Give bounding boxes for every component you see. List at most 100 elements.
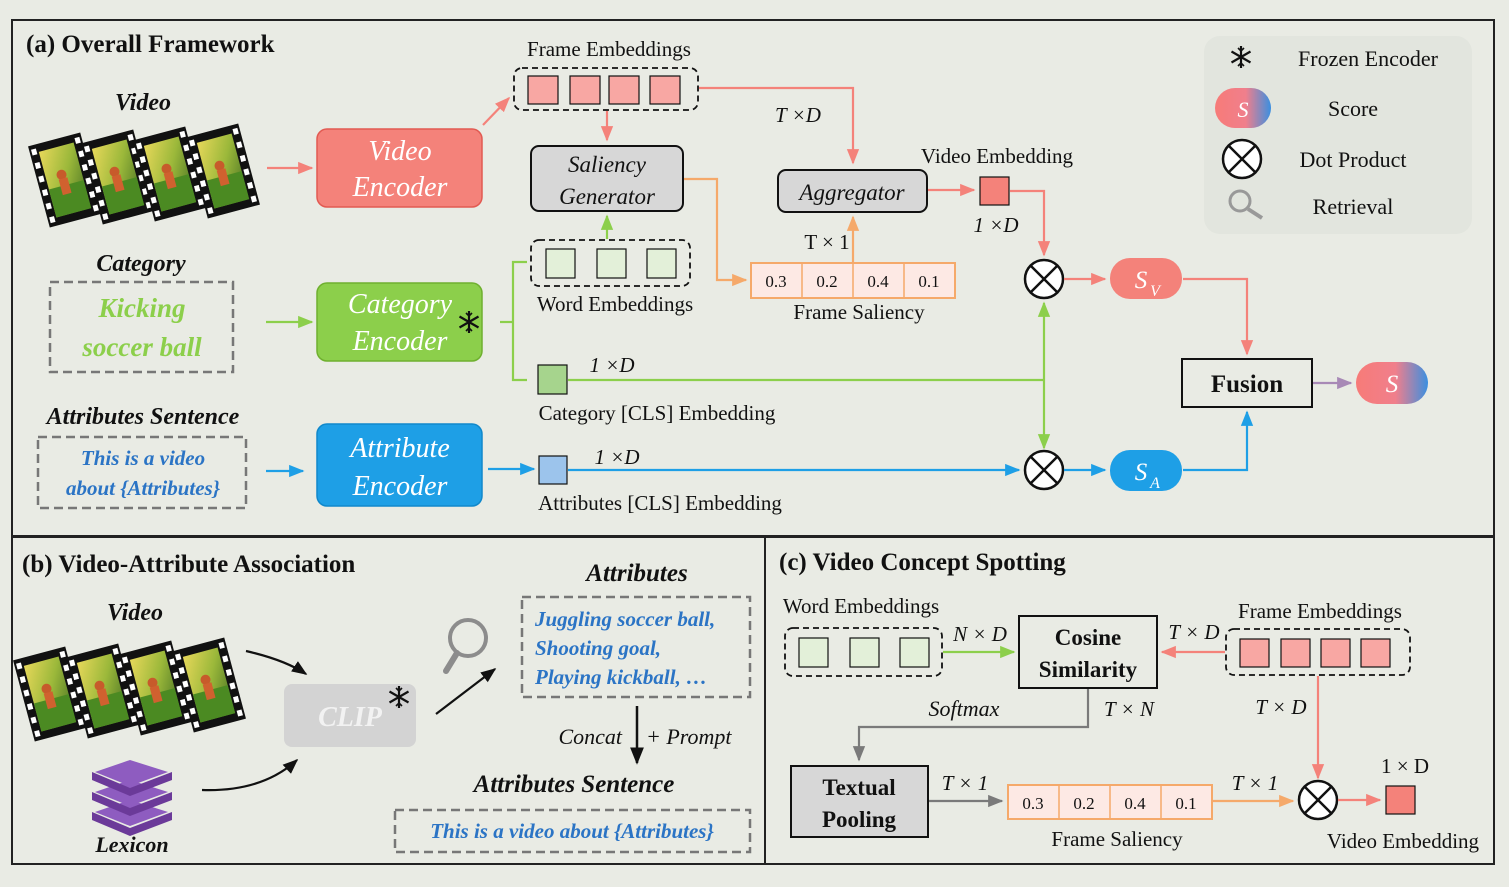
word-embedding-cell <box>798 637 829 668</box>
dot-product-video-icon <box>1023 258 1065 300</box>
panel-a-title: (a) Overall Framework <box>26 31 275 58</box>
legend-retrieval: Retrieval <box>1313 194 1394 219</box>
word-embedding-cell <box>849 637 880 668</box>
attr-sentence-label-b: Attributes Sentence <box>472 771 675 798</box>
tx1-label-c1: T × 1 <box>942 771 988 795</box>
saliency-value: 0.3 <box>765 272 786 291</box>
legend-dot: Dot Product <box>1300 147 1407 172</box>
txn-label: T × N <box>1104 697 1155 721</box>
video-label-b: Video <box>107 600 163 626</box>
tx1-label-a: T × 1 <box>804 230 849 254</box>
magnifier-icon <box>1228 189 1264 220</box>
prompt-label: + Prompt <box>646 724 732 749</box>
frame-embedding-cell <box>1320 638 1351 668</box>
panel-b-title: (b) Video-Attribute Association <box>22 551 355 578</box>
category-text-line1: Kicking <box>97 293 185 323</box>
word-embedding-cell <box>899 637 930 668</box>
frame-saliency-bar <box>750 262 956 299</box>
saliency-value: 0.1 <box>1175 794 1196 813</box>
txd-label-c2: T × D <box>1255 695 1306 719</box>
cosine-similarity-box <box>1018 615 1158 689</box>
category-text-line2: soccer ball <box>81 332 202 362</box>
cosine-line1: Cosine <box>1055 625 1121 650</box>
category-cls-label: Category [CLS] Embedding <box>539 401 776 425</box>
frame-saliency-label-c: Frame Saliency <box>1051 827 1183 851</box>
txd-label-a1: T ×D <box>775 103 821 127</box>
tx1-label-c2: T × 1 <box>1232 771 1278 795</box>
category-encoder-line2: Encoder <box>352 326 448 357</box>
dot-product-attr-icon <box>1023 449 1065 491</box>
dot-product-icon <box>1221 138 1263 180</box>
clip-label: CLIP <box>318 702 383 733</box>
lexicon-books-icon <box>92 760 172 836</box>
nxd-label: N × D <box>952 622 1007 646</box>
frame-embedding-cell <box>1360 638 1391 668</box>
attribute-encoder-line2: Encoder <box>352 471 448 502</box>
category-encoder-line1: Category <box>348 289 453 320</box>
panel-c-title: (c) Video Concept Spotting <box>779 549 1066 576</box>
dot-product-c-icon <box>1297 779 1339 821</box>
final-score-pill <box>1356 362 1428 404</box>
attributes-list-box <box>520 595 752 699</box>
legend-score: Score <box>1328 96 1378 121</box>
saliency-generator-line2: Generator <box>559 184 656 209</box>
video-embedding-label: Video Embedding <box>921 144 1074 168</box>
clip-model <box>284 684 416 747</box>
saliency-value: 0.1 <box>918 272 939 291</box>
frame-embedding-cell <box>569 75 601 105</box>
attribute-encoder <box>316 423 483 507</box>
onexd-cat-label: 1 ×D <box>589 353 634 377</box>
lexicon-label: Lexicon <box>94 832 168 857</box>
video-frames-image <box>28 123 260 228</box>
frame-embedding-cell <box>1239 638 1270 668</box>
attr-sentence-box <box>393 808 752 854</box>
legend-score-symbol: S <box>1238 97 1249 122</box>
frame-saliency-bar-c <box>1007 784 1213 820</box>
saliency-value: 0.4 <box>1124 794 1146 813</box>
video-embedding-cell <box>979 176 1010 206</box>
saliency-value: 0.2 <box>816 272 837 291</box>
video-encoder-line1: Video <box>368 136 431 167</box>
softmax-label: Softmax <box>929 696 1000 721</box>
textual-pooling-box <box>790 765 929 838</box>
attributes-label: Attributes <box>584 560 687 587</box>
final-score-label: S <box>1386 371 1399 398</box>
cosine-line2: Similarity <box>1039 657 1138 682</box>
sa-main: S <box>1135 459 1148 486</box>
attribute-item: Playing kickball, … <box>534 665 707 689</box>
frame-embedding-cell <box>527 75 559 105</box>
score-sa-pill <box>1110 450 1182 491</box>
video-embedding-label-c: Video Embedding <box>1327 829 1480 853</box>
word-embeddings-group-c <box>784 627 943 677</box>
textual-pooling-line2: Pooling <box>822 807 897 832</box>
video-encoder <box>316 128 483 208</box>
attr-text-line2: about {Attributes} <box>66 476 221 500</box>
category-encoder <box>316 282 483 362</box>
saliency-value: 0.3 <box>1022 794 1043 813</box>
attribute-item: Shooting goal, <box>535 636 661 660</box>
frame-embedding-cell <box>608 75 640 105</box>
score-sv-pill <box>1110 258 1182 299</box>
retrieval-magnifier-icon <box>443 618 488 674</box>
frame-embeddings-group <box>513 67 699 111</box>
video-embedding-cell-c <box>1385 785 1416 815</box>
word-embedding-cell <box>646 248 677 279</box>
sv-sub: V <box>1150 283 1162 300</box>
frame-embeddings-label-c: Frame Embeddings <box>1238 599 1402 623</box>
onexd-video-label: 1 ×D <box>973 213 1018 237</box>
aggregator <box>777 169 928 213</box>
saliency-value: 0.2 <box>1073 794 1094 813</box>
category-label: Category <box>96 251 186 277</box>
word-embeddings-label-c: Word Embeddings <box>783 594 939 618</box>
video-encoder-line2: Encoder <box>352 172 448 203</box>
onexd-label-c: 1 × D <box>1381 754 1429 778</box>
textual-pooling-line1: Textual <box>822 775 895 800</box>
txd-label-c1: T × D <box>1168 620 1219 644</box>
word-embedding-cell <box>545 248 576 279</box>
fusion-box <box>1181 358 1313 408</box>
attributes-text-box <box>36 435 248 510</box>
legend-box <box>1204 36 1472 234</box>
sv-main: S <box>1135 267 1148 294</box>
category-cls-cell <box>537 364 568 395</box>
